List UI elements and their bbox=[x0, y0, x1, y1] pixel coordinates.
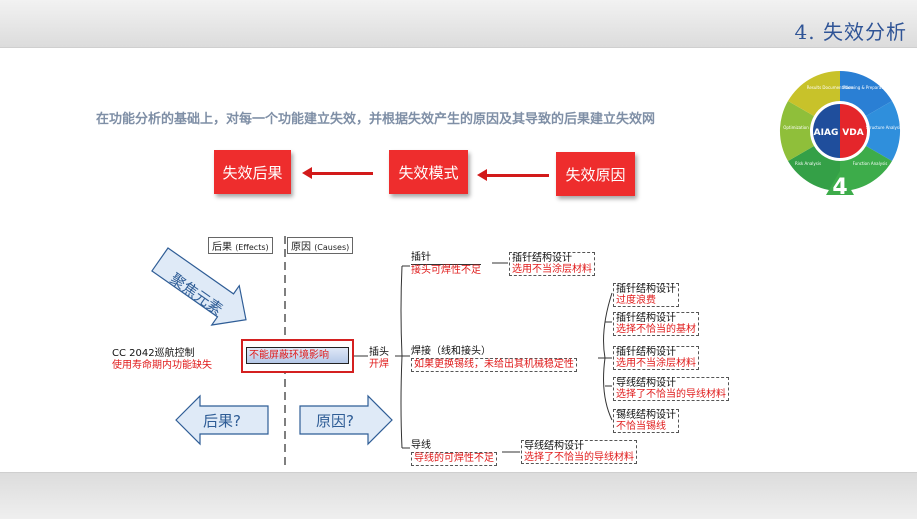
sub-cause-title: 插针结构设计 bbox=[616, 313, 676, 324]
sub-cause-title: 导线结构设计 bbox=[616, 378, 676, 389]
tab-causes: 原因 (Causes) bbox=[287, 237, 354, 254]
arrow-left-icon bbox=[302, 167, 373, 179]
footer-band bbox=[0, 472, 917, 519]
logo-seg-results: Results Documentation bbox=[807, 85, 854, 90]
branch-pin-cause-desc: 选用不当涂层材料 bbox=[512, 264, 592, 275]
aiag-vda-logo: AIAG VDA Results Documentation Planning … bbox=[771, 67, 909, 200]
tab-effects-en: (Effects) bbox=[235, 243, 269, 252]
logo-vda-text: VDA bbox=[842, 128, 863, 138]
focus-element-node: 插头 开焊 bbox=[369, 347, 389, 371]
focus-element-title: 插头 bbox=[369, 347, 389, 358]
sub-cause-desc: 不恰当锡线 bbox=[616, 421, 666, 432]
tab-effects: 后果 (Effects) bbox=[208, 237, 273, 254]
tab-causes-en: (Causes) bbox=[314, 243, 350, 252]
effect-node: CC 2042巡航控制 使用寿命期内功能缺失 bbox=[112, 348, 212, 372]
failure-mode-highlight: 不能屏蔽环境影响 bbox=[241, 339, 354, 373]
branch-solder-fault: 如果更换锡线，未给出其机械稳定性 bbox=[411, 358, 577, 372]
branch-wire: 导线 导线的可焊性不足 bbox=[411, 440, 497, 466]
cause-box: 失效原因 bbox=[556, 152, 635, 196]
logo-seg-risk: Risk Analysis bbox=[795, 161, 821, 166]
sub-cause-3: 插针结构设计 选用不当涂层材料 bbox=[613, 346, 699, 370]
cause-question-label: 原因? bbox=[316, 412, 354, 430]
header-band bbox=[0, 0, 917, 48]
tab-causes-label: 原因 bbox=[291, 242, 311, 253]
branch-wire-cause: 导线结构设计 选择了不恰当的导线材料 bbox=[521, 440, 637, 464]
sub-cause-5: 锡线结构设计 不恰当锡线 bbox=[613, 409, 679, 433]
sub-cause-2: 插针结构设计 选择不恰当的基材 bbox=[613, 312, 699, 336]
sub-cause-title: 插针结构设计 bbox=[616, 347, 676, 358]
effect-question-label: 后果? bbox=[203, 412, 241, 430]
effect-box: 失效后果 bbox=[214, 150, 291, 194]
sub-cause-title: 插针结构设计 bbox=[616, 284, 676, 295]
branch-pin-cause: 插针结构设计 选用不当涂层材料 bbox=[509, 252, 595, 276]
sub-cause-desc: 过度浪费 bbox=[616, 295, 656, 306]
branch-solder-title: 焊接（线和接头） bbox=[411, 346, 491, 357]
focus-element-fault: 开焊 bbox=[369, 359, 389, 370]
branch-pin-cause-title: 插针结构设计 bbox=[512, 253, 572, 264]
branch-pin: 插针 接头可焊性不足 bbox=[411, 252, 481, 277]
arrow-left-icon bbox=[477, 169, 549, 181]
mode-box: 失效模式 bbox=[389, 150, 468, 194]
slide-subtitle: 在功能分析的基础上，对每一个功能建立失效，并根据失效产生的原因及其导致的后果建立… bbox=[96, 112, 656, 127]
failure-mode-text: 不能屏蔽环境影响 bbox=[246, 347, 349, 364]
branch-solder: 焊接（线和接头） 如果更换锡线，未给出其机械稳定性 bbox=[411, 346, 577, 372]
branch-wire-cause-desc: 选择了不恰当的导线材料 bbox=[524, 452, 634, 463]
sub-cause-4: 导线结构设计 选择了不恰当的导线材料 bbox=[613, 377, 729, 401]
sub-cause-title: 锡线结构设计 bbox=[616, 410, 676, 421]
tab-effects-label: 后果 bbox=[212, 242, 232, 253]
branch-wire-title: 导线 bbox=[411, 440, 431, 451]
branch-pin-title: 插针 bbox=[411, 252, 431, 263]
logo-seg-planning: Planning & Preparation bbox=[843, 85, 889, 90]
branch-wire-fault: 导线的可焊性不足 bbox=[411, 452, 497, 466]
slide-title: 4. 失效分析 bbox=[794, 20, 907, 44]
effect-node-desc: 使用寿命期内功能缺失 bbox=[112, 360, 212, 371]
logo-aiag-text: AIAG bbox=[814, 128, 839, 138]
branch-pin-fault: 接头可焊性不足 bbox=[411, 264, 481, 276]
effect-node-title: CC 2042巡航控制 bbox=[112, 348, 195, 359]
logo-seg-structure: Structure Analysis bbox=[866, 125, 902, 130]
logo-seg-function: Function Analysis bbox=[853, 161, 888, 166]
sub-cause-desc: 选择了不恰当的导线材料 bbox=[616, 389, 726, 400]
branch-wire-cause-title: 导线结构设计 bbox=[524, 441, 584, 452]
logo-seg-optimization: Optimization bbox=[783, 125, 809, 130]
sub-cause-desc: 选用不当涂层材料 bbox=[616, 358, 696, 369]
sub-cause-1: 插针结构设计 过度浪费 bbox=[613, 283, 679, 307]
sub-cause-desc: 选择不恰当的基材 bbox=[616, 324, 696, 335]
logo-step-number: 4 bbox=[832, 175, 847, 195]
